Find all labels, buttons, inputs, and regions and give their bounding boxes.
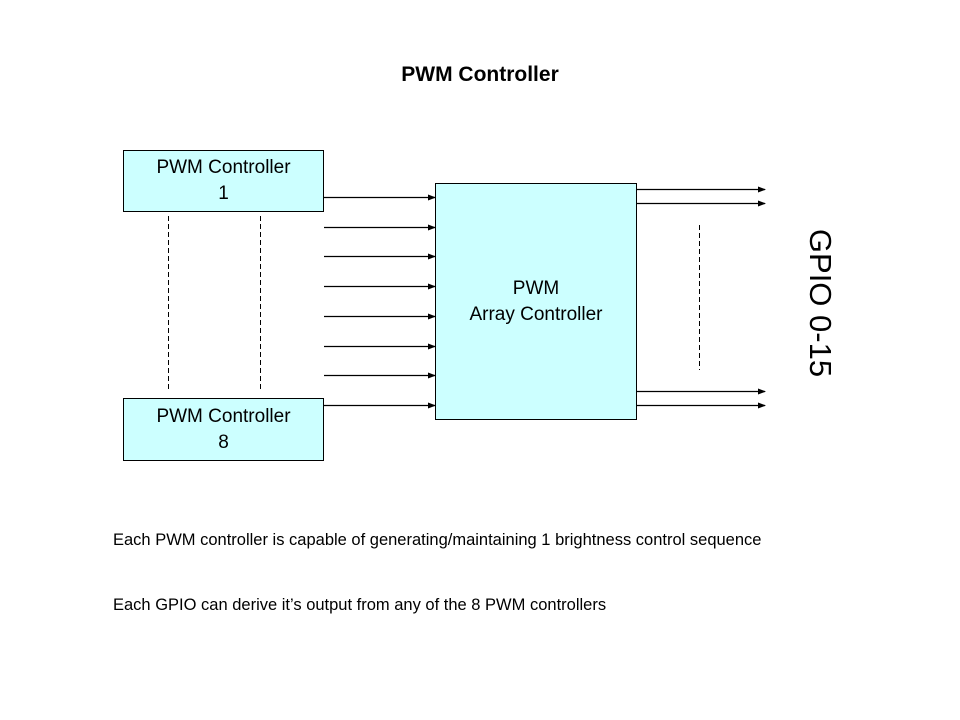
- pwm-array-controller-box: PWM Array Controller: [435, 183, 637, 420]
- array-controller-label-line2: Array Controller: [469, 303, 603, 325]
- pwm-controller-8-box: PWM Controller 8: [123, 398, 324, 461]
- array-controller-label-line1: PWM: [512, 277, 560, 299]
- pwm-controller-1-label: PWM Controller: [156, 157, 291, 178]
- input-arrows: [324, 194, 436, 409]
- gpio-output-label: GPIO 0-15: [803, 228, 838, 378]
- output-arrows: [637, 186, 766, 409]
- note-gpio-derivation: Each GPIO can derive it’s output from an…: [113, 596, 607, 614]
- note-pwm-capability: Each PWM controller is capable of genera…: [113, 531, 762, 549]
- pwm-controller-8-number: 8: [218, 431, 229, 453]
- pwm-controller-1-number: 1: [218, 183, 229, 204]
- pwm-controller-1-box: PWM Controller 1: [123, 150, 324, 212]
- slide-title: PWM Controller: [401, 63, 559, 86]
- pwm-controller-8-label: PWM Controller: [156, 405, 291, 427]
